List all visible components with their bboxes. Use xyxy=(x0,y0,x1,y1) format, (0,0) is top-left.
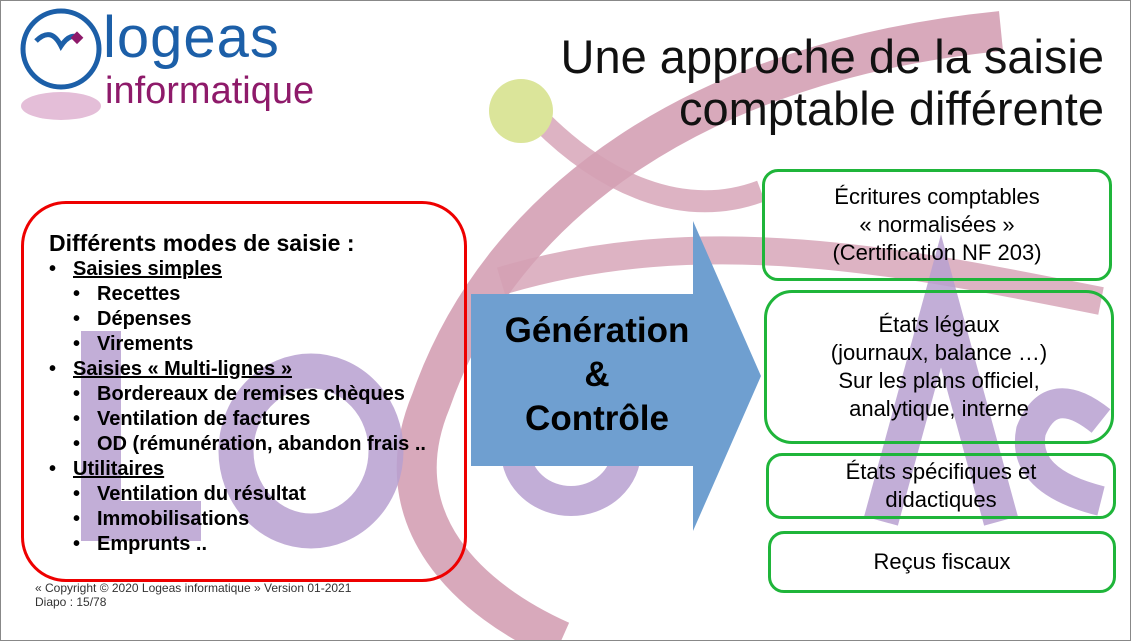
box-line: (Certification NF 203) xyxy=(832,240,1042,265)
list-item: Ventilation de factures xyxy=(49,407,426,432)
group-label: Utilitaires xyxy=(73,458,165,480)
output-box-recus-fiscaux: Reçus fiscaux xyxy=(768,531,1116,593)
box-line: États légaux xyxy=(878,312,1000,337)
modes-box xyxy=(21,201,467,582)
arrow-line: Contrôle xyxy=(525,399,669,438)
list-item: Ventilation du résultat xyxy=(49,482,426,507)
modes-list: Différents modes de saisie : Saisies sim… xyxy=(49,229,426,557)
box-line: Reçus fiscaux xyxy=(873,549,1011,574)
output-box-etats-specifiques: États spécifiques et didactiques xyxy=(766,453,1116,519)
group-label: Saisies « Multi-lignes » xyxy=(73,358,292,380)
box-line: « normalisées » xyxy=(859,212,1015,237)
slide-number: Diapo : 15/78 xyxy=(35,595,107,609)
logo-text: logeas xyxy=(103,5,280,70)
arrow-shape xyxy=(471,221,761,531)
box-line: États spécifiques et xyxy=(845,459,1037,484)
list-item: Recettes xyxy=(49,282,426,307)
box-line: (journaux, balance …) xyxy=(830,340,1048,365)
box-line: didactiques xyxy=(885,487,997,512)
list-item: Dépenses xyxy=(49,307,426,332)
arrow-line: & xyxy=(584,355,610,394)
footer: « Copyright © 2020 Logeas informatique »… xyxy=(35,581,351,609)
box-line: analytique, interne xyxy=(849,396,1029,421)
list-item: Bordereaux de remises chèques xyxy=(49,382,426,407)
slide-title: Une approche de la saisie comptable diff… xyxy=(561,31,1104,135)
box-line: Écritures comptables xyxy=(834,184,1040,209)
title-line: comptable différente xyxy=(678,82,1104,135)
arrow-line: Génération xyxy=(504,311,690,350)
list-item: Immobilisations xyxy=(49,507,426,532)
title-line: Une approche de la saisie xyxy=(560,30,1104,83)
copyright-text: « Copyright © 2020 Logeas informatique »… xyxy=(35,581,352,595)
list-item: OD (rémunération, abandon frais .. xyxy=(49,432,426,457)
list-item: Virements xyxy=(49,332,426,357)
logo-subtext: informatique xyxy=(105,70,315,112)
arrow-label: Génération & Contrôle xyxy=(489,309,705,441)
list-item: Emprunts .. xyxy=(49,532,426,557)
output-box-etats-legaux: États légaux (journaux, balance …) Sur l… xyxy=(764,290,1114,444)
group-label: Saisies simples xyxy=(73,258,222,280)
box-line: Sur les plans officiel, xyxy=(838,368,1040,393)
modes-heading: Différents modes de saisie : xyxy=(49,230,355,256)
output-box-ecritures: Écritures comptables « normalisées » (Ce… xyxy=(762,169,1112,281)
